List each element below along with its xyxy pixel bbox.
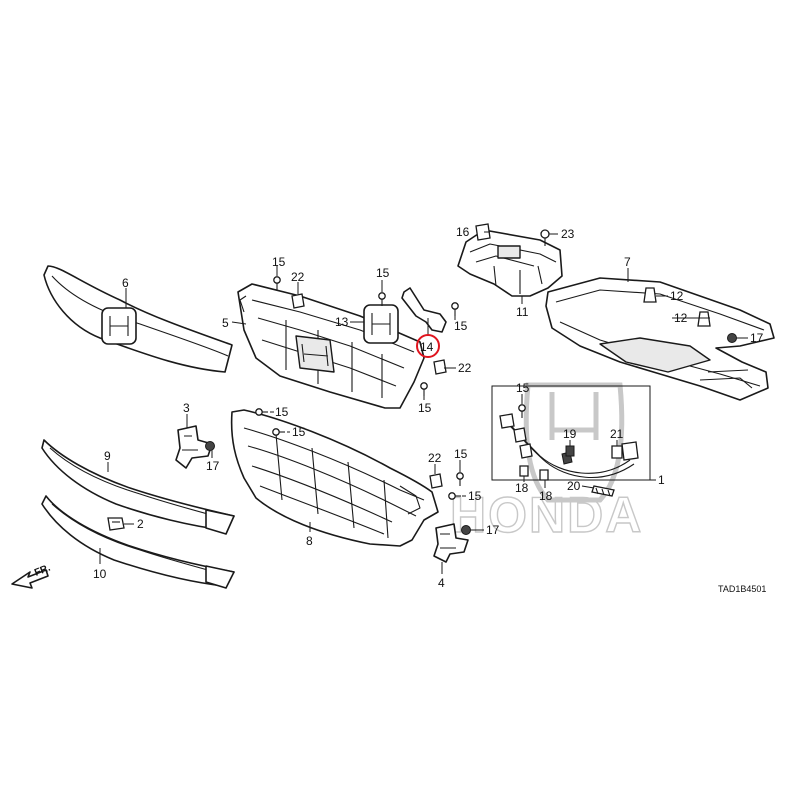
highlight-ring-14 — [416, 334, 440, 358]
screw-15-i[interactable] — [518, 404, 526, 418]
clip-12-b[interactable] — [697, 311, 711, 327]
honda-watermark-logo — [523, 382, 625, 503]
direction-label: FR. — [33, 562, 52, 578]
part-4-bracket[interactable] — [433, 523, 469, 563]
callout-17-b[interactable]: 17 — [486, 523, 500, 537]
clip-22-b[interactable] — [433, 359, 447, 375]
callout-5[interactable]: 5 — [222, 316, 229, 330]
part-20-connector[interactable] — [591, 485, 615, 497]
part-13-emblem[interactable] — [363, 304, 399, 344]
clip-22-a[interactable] — [291, 293, 305, 309]
callout-15-i[interactable]: 15 — [516, 381, 530, 395]
part-3-bracket[interactable] — [175, 425, 213, 469]
screw-15-d[interactable] — [420, 382, 428, 396]
screw-15-c[interactable] — [451, 302, 459, 316]
callout-2[interactable]: 2 — [137, 517, 144, 531]
callout-6[interactable]: 6 — [122, 276, 129, 290]
screw-15-b[interactable] — [378, 292, 386, 306]
hardware — [205, 223, 737, 535]
nut-17-c[interactable] — [727, 333, 737, 343]
callout-7[interactable]: 7 — [624, 255, 631, 269]
callout-4[interactable]: 4 — [438, 576, 445, 590]
callout-15-c[interactable]: 15 — [454, 319, 468, 333]
diagram-code: TAD1B4501 — [718, 584, 766, 594]
callout-14[interactable]: 14 — [420, 340, 434, 354]
part-6-upper-molding[interactable] — [43, 265, 233, 373]
clip-18-b[interactable] — [539, 469, 549, 481]
part-5-grille-frame[interactable] — [237, 283, 425, 409]
callout-17-c[interactable]: 17 — [750, 331, 764, 345]
callout-11[interactable]: 11 — [516, 305, 529, 319]
clip-12-a[interactable] — [643, 287, 657, 303]
callout-12-a[interactable]: 12 — [670, 289, 684, 303]
part-11-support[interactable] — [457, 229, 563, 297]
callout-15-a[interactable]: 15 — [272, 255, 286, 269]
part-2-clip[interactable] — [107, 517, 125, 531]
clip-18-a[interactable] — [519, 465, 529, 477]
callout-16[interactable]: 16 — [456, 225, 470, 239]
callout-8[interactable]: 8 — [306, 534, 313, 548]
clip-19[interactable] — [565, 445, 575, 457]
part-8-lower-grille[interactable] — [230, 409, 439, 547]
screw-15-h[interactable] — [448, 492, 461, 500]
callout-3[interactable]: 3 — [183, 401, 190, 415]
callouts: 6 5 15 22 15 13 14 15 22 15 15 15 3 17 9… — [93, 225, 764, 590]
callout-21[interactable]: 21 — [610, 427, 624, 441]
callout-23[interactable]: 23 — [561, 227, 575, 241]
leader-lines — [99, 231, 748, 574]
callout-19[interactable]: 19 — [563, 427, 577, 441]
callout-22-b[interactable]: 22 — [458, 361, 472, 375]
callout-1[interactable]: 1 — [658, 473, 665, 487]
callout-18-b[interactable]: 18 — [539, 489, 553, 503]
front-direction-arrow: FR. — [11, 562, 52, 589]
callout-15-f[interactable]: 15 — [292, 425, 306, 439]
clip-16[interactable] — [475, 223, 491, 241]
callout-20[interactable]: 20 — [567, 479, 581, 493]
screw-15-a[interactable] — [273, 276, 281, 290]
screw-15-e[interactable] — [255, 408, 268, 416]
callout-12-b[interactable]: 12 — [674, 311, 688, 325]
part-10-garnish[interactable] — [41, 495, 235, 589]
callout-22-a[interactable]: 22 — [291, 270, 305, 284]
nut-17-a[interactable] — [205, 441, 215, 451]
part-7-cover[interactable] — [545, 277, 775, 401]
part-9-lower-molding[interactable] — [41, 439, 235, 535]
part-14-bracket[interactable] — [401, 287, 447, 333]
callout-10[interactable]: 10 — [93, 567, 107, 581]
callout-15-b[interactable]: 15 — [376, 266, 390, 280]
callout-15-d[interactable]: 15 — [418, 401, 432, 415]
callout-18-a[interactable]: 18 — [515, 481, 529, 495]
callout-9[interactable]: 9 — [104, 449, 111, 463]
callout-15-h[interactable]: 15 — [468, 489, 482, 503]
nut-17-b[interactable] — [461, 525, 471, 535]
callout-15-e[interactable]: 15 — [275, 405, 289, 419]
screw-15-f[interactable] — [272, 428, 285, 436]
clip-22-c[interactable] — [429, 473, 443, 489]
callout-13[interactable]: 13 — [335, 315, 349, 329]
connector-21[interactable] — [611, 445, 623, 459]
callout-17-a[interactable]: 17 — [206, 459, 220, 473]
honda-watermark: HONDA — [449, 382, 642, 544]
screw-15-g[interactable] — [456, 472, 464, 486]
callout-22-c[interactable]: 22 — [428, 451, 442, 465]
callout-15-g[interactable]: 15 — [454, 447, 468, 461]
